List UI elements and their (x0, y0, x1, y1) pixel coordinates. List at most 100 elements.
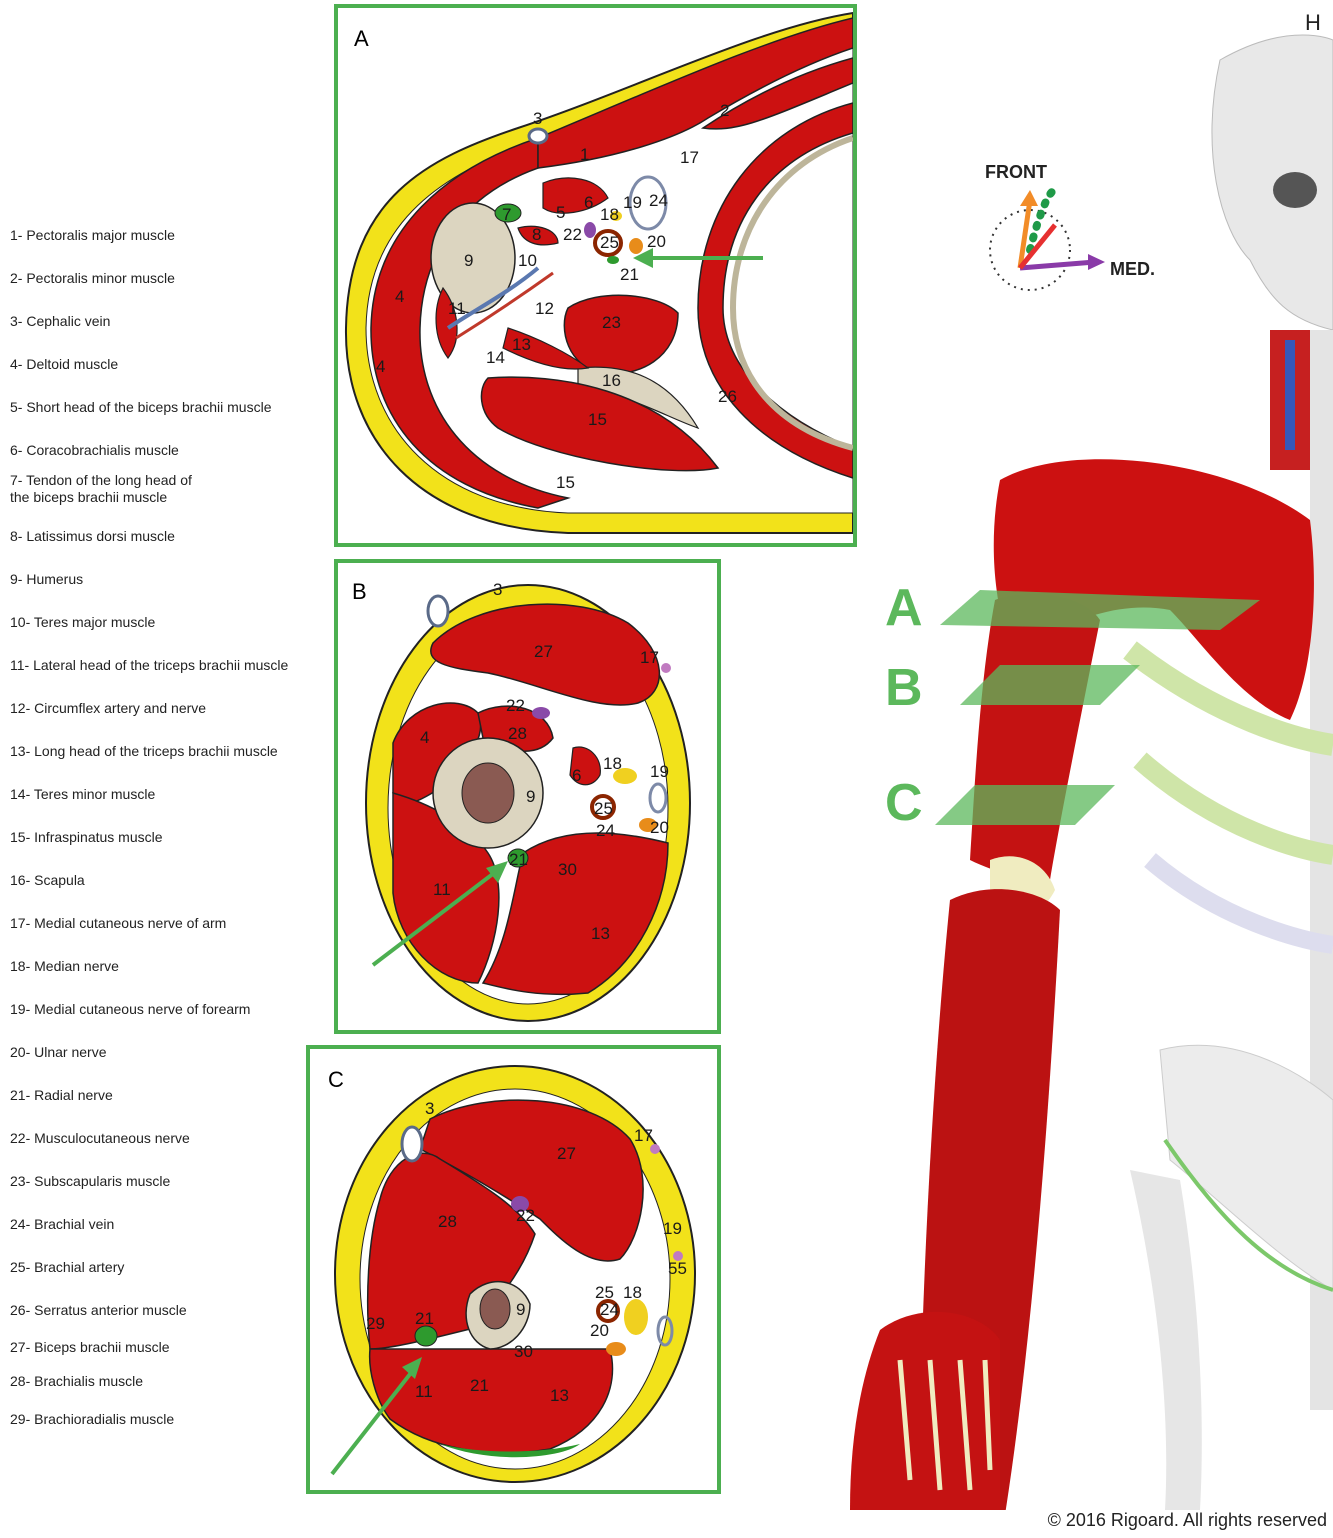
legend-item: 26- Serratus anterior muscle (10, 1302, 330, 1319)
legend-item: 19- Medial cutaneous nerve of forearm (10, 1001, 330, 1018)
panel-b-num: 4 (420, 728, 429, 747)
legend-item: 18- Median nerve (10, 958, 330, 975)
panel-b-num: 11 (433, 880, 451, 899)
panel-a-num: 4 (376, 357, 385, 376)
legend-item: 11- Lateral head of the triceps brachii … (10, 657, 330, 674)
panel-c-num: 9 (516, 1300, 525, 1319)
panel-a-num: 9 (464, 251, 473, 270)
panel-a-num: 7 (502, 205, 511, 224)
panel-a-num: 8 (532, 225, 541, 244)
panel-c-num: 55 (668, 1259, 687, 1278)
panel-a-num: 25 (600, 233, 619, 252)
panel-a-num: 23 (602, 313, 621, 332)
panel-a-num: 15 (588, 410, 607, 429)
legend-item: 29- Brachioradialis muscle (10, 1411, 330, 1428)
panel-b-drawing: B 3 17 27 22 28 4 18 19 6 9 25 20 24 21 … (338, 563, 717, 1030)
panel-a-num: 10 (518, 251, 537, 270)
legend-item: 13- Long head of the triceps brachii mus… (10, 743, 330, 760)
panel-b-num: 9 (526, 787, 535, 806)
panel-b-label: B (352, 579, 367, 604)
panel-a-num: 26 (718, 387, 737, 406)
panel-c-num: 29 (366, 1314, 385, 1333)
legend-item: 2- Pectoralis minor muscle (10, 270, 330, 287)
panel-a-num: 13 (512, 335, 531, 354)
legend-item: 6- Coracobrachialis muscle (10, 442, 330, 459)
panel-a-num: 22 (563, 225, 582, 244)
panel-c-num: 19 (663, 1219, 682, 1238)
copyright-notice: © 2016 Rigoard. All rights reserved (1048, 1510, 1327, 1531)
panel-a-num: 1 (580, 145, 589, 164)
panel-c-num: 11 (415, 1382, 433, 1401)
panel-b-num: 25 (594, 799, 613, 818)
panel-a-num: 14 (486, 348, 505, 367)
legend-item: 8- Latissimus dorsi muscle (10, 528, 330, 545)
cut-label-a: A (885, 579, 923, 637)
panel-a-axilla-section: A 3 2 1 17 6 19 24 5 18 7 8 22 25 20 9 1… (334, 4, 857, 547)
panel-a-num: 15 (556, 473, 575, 492)
anatomy-figure: FRONT MED. A B C (840, 0, 1333, 1510)
panel-b-num: 28 (508, 724, 527, 743)
panel-a-num: 17 (680, 148, 699, 167)
legend-item: 20- Ulnar nerve (10, 1044, 330, 1061)
legend-item: 21- Radial nerve (10, 1087, 330, 1104)
legend-item: 17- Medial cutaneous nerve of arm (10, 915, 330, 932)
panel-b-num: 27 (534, 642, 553, 661)
panel-a-label: A (354, 26, 369, 51)
legend-item: 5- Short head of the biceps brachii musc… (10, 399, 330, 416)
legend-item: 3- Cephalic vein (10, 313, 330, 330)
legend-item: 16- Scapula (10, 872, 330, 889)
panel-a-num: 12 (535, 299, 554, 318)
panel-b-arm-section: B 3 17 27 22 28 4 18 19 6 9 25 20 24 21 … (334, 559, 721, 1034)
legend-item: 25- Brachial artery (10, 1259, 330, 1276)
panel-a-num: 4 (395, 287, 404, 306)
panel-a-num: 21 (620, 265, 639, 284)
panel-c-num: 27 (557, 1144, 576, 1163)
panel-a-num: 20 (647, 232, 666, 251)
panel-c-num: 21 (470, 1376, 489, 1395)
legend-item: 28- Brachialis muscle (10, 1373, 330, 1390)
panel-b-num: 20 (650, 818, 669, 837)
legend-item: 9- Humerus (10, 571, 330, 588)
panel-c-arm-section: C 3 17 27 22 28 19 55 25 18 24 9 20 21 2… (306, 1045, 721, 1494)
panel-c-num: 30 (514, 1342, 533, 1361)
panel-b-num: 21 (509, 850, 528, 869)
panel-c-num: 21 (415, 1309, 434, 1328)
panel-c-num: 17 (634, 1126, 653, 1145)
legend-item: 12- Circumflex artery and nerve (10, 700, 330, 717)
legend-item: 14- Teres minor muscle (10, 786, 330, 803)
legend-item: 7- Tendon of the long head of the biceps… (10, 472, 330, 506)
panel-c-label: C (328, 1067, 344, 1092)
panel-b-num: 24 (596, 821, 615, 840)
panel-a-num: 11 (448, 299, 466, 318)
panel-b-num: 30 (558, 860, 577, 879)
panel-c-num: 13 (550, 1386, 569, 1405)
panel-a-num: 2 (720, 101, 729, 120)
panel-a-num: 6 (584, 193, 593, 212)
head-letter: H (1305, 10, 1321, 36)
panel-c-num: 24 (600, 1300, 619, 1319)
panel-b-num: 3 (493, 580, 502, 599)
panel-c-num: 3 (425, 1099, 434, 1118)
panel-a-num: 16 (602, 371, 621, 390)
panel-c-drawing: C 3 17 27 22 28 19 55 25 18 24 9 20 21 2… (310, 1049, 717, 1490)
panel-b-num: 22 (506, 696, 525, 715)
orientation-front-label: FRONT (985, 162, 1047, 182)
panel-a-num: 24 (649, 191, 668, 210)
legend-item: 23- Subscapularis muscle (10, 1173, 330, 1190)
panel-b-num: 19 (650, 762, 669, 781)
legend-item: 27- Biceps brachii muscle (10, 1339, 330, 1356)
panel-a-num: 19 (623, 193, 642, 212)
legend-item: 24- Brachial vein (10, 1216, 330, 1233)
cut-label-c: C (885, 774, 923, 832)
panel-c-num: 20 (590, 1321, 609, 1340)
legend-item: 15- Infraspinatus muscle (10, 829, 330, 846)
panel-a-num: 3 (533, 109, 542, 128)
panel-c-num: 22 (516, 1206, 535, 1225)
panel-b-num: 6 (572, 766, 581, 785)
panel-b-num: 18 (603, 754, 622, 773)
cut-label-b: B (885, 659, 923, 717)
legend-item: 22- Musculocutaneous nerve (10, 1130, 330, 1147)
panel-b-num: 17 (640, 648, 659, 667)
panel-a-drawing: A 3 2 1 17 6 19 24 5 18 7 8 22 25 20 9 1… (338, 8, 853, 543)
panel-b-num: 13 (591, 924, 610, 943)
